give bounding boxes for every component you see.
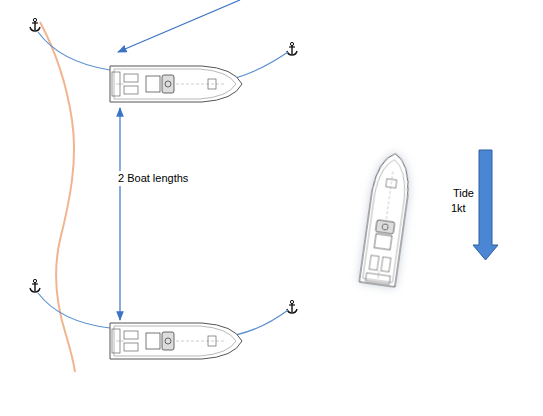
tide-label: Tide	[453, 187, 474, 200]
tide-speed-label: 1kt	[451, 202, 466, 215]
dimension-label: 2 Boat lengths	[116, 171, 190, 186]
